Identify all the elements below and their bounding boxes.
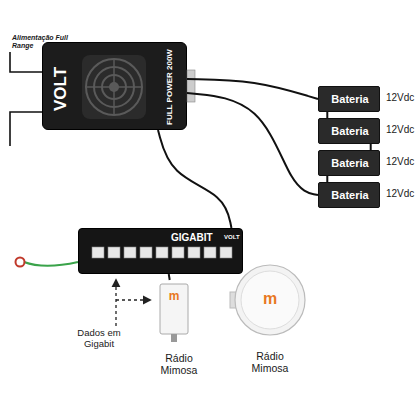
rj45-port [92, 247, 104, 258]
ground-wire [24, 262, 78, 266]
rj45-port [156, 247, 168, 258]
dish-mount [230, 292, 238, 308]
poe-switch: GIGABITVOLT [78, 228, 243, 274]
radio-logo: m [164, 290, 184, 304]
voltage-label: 12Vdc [386, 156, 420, 168]
switch-ports [92, 247, 232, 258]
radio-device: mRádio Mimosa [148, 280, 210, 385]
rj45-port [108, 247, 120, 258]
radio-logo: m [260, 290, 280, 308]
cable [158, 130, 231, 228]
radio-device: mRádio Mimosa [225, 262, 315, 384]
terminal-block [187, 70, 195, 102]
power-cord [10, 52, 42, 72]
cable [187, 79, 318, 99]
voltage-label: 12Vdc [386, 92, 420, 104]
rj45-port [188, 247, 200, 258]
voltage-label: 12Vdc [386, 124, 420, 136]
brand-logo: VOLT [224, 234, 244, 241]
radio-dish [235, 265, 305, 335]
fan-grill [102, 75, 126, 99]
battery-label: Bateria [319, 157, 381, 170]
brand-logo: VOLT [51, 59, 71, 119]
model-text: FULL POWER 200W [165, 47, 177, 127]
power-supply: VOLT FULL POWER 200W [42, 42, 187, 130]
rj45-port [220, 247, 232, 258]
cable [168, 274, 171, 280]
radio-dish-inner [241, 271, 299, 329]
fan-grill [86, 59, 142, 115]
cable [370, 144, 372, 150]
switch-label: GIGABIT [171, 232, 223, 244]
rj45-port [124, 247, 136, 258]
data-note: Dados em Gigabit [74, 328, 124, 350]
battery-label: Bateria [319, 189, 381, 202]
battery-box: Bateria [318, 118, 380, 144]
fan-frame [82, 55, 146, 119]
cable [187, 93, 318, 195]
rj45-port [140, 247, 152, 258]
radio-label: Rádio Mimosa [154, 352, 204, 376]
battery-box: Bateria [318, 86, 380, 112]
radio-mount [171, 334, 177, 342]
fan-hub [109, 82, 119, 92]
radio-label: Rádio Mimosa [245, 350, 295, 374]
ground-terminal [16, 258, 25, 267]
voltage-label: 12Vdc [386, 188, 420, 200]
data-arrow [116, 299, 150, 300]
fan-grill [94, 67, 134, 107]
data-arrow [115, 280, 116, 326]
battery-box: Bateria [318, 150, 380, 176]
radio-panel [160, 284, 188, 334]
rj45-port [172, 247, 184, 258]
cable [326, 176, 328, 182]
power-input-note: Alimentação Full Range [12, 34, 72, 50]
battery-label: Bateria [319, 93, 381, 106]
battery-label: Bateria [319, 125, 381, 138]
battery-box: Bateria [318, 182, 380, 208]
fan-grill [86, 59, 142, 115]
rj45-port [204, 247, 216, 258]
cable [326, 112, 328, 118]
power-cord [10, 112, 42, 146]
